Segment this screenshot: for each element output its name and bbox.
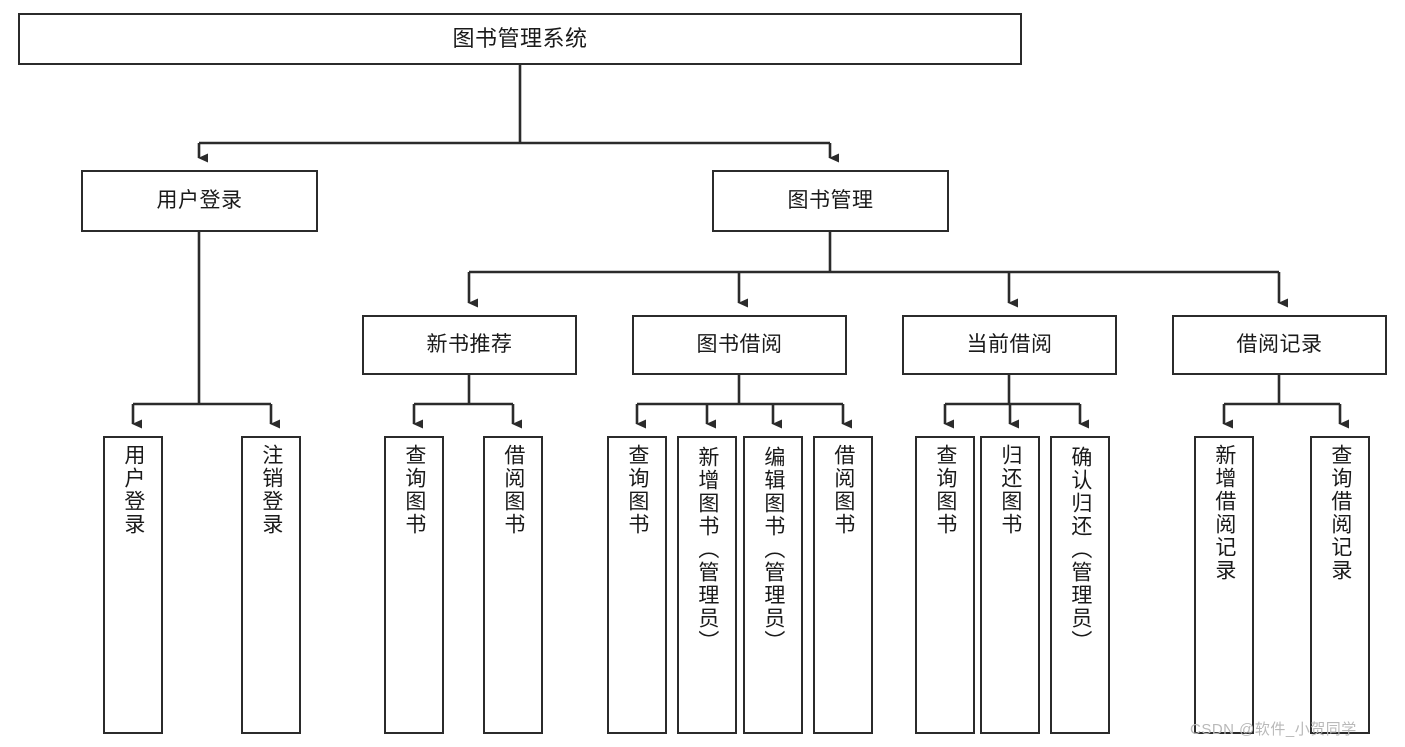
leaf-record-add-label: 新增借阅记录 <box>1212 444 1236 582</box>
leaf-current-confirm-return[interactable]: 确认归还（管理员） <box>1050 436 1110 734</box>
leaf-borrow-edit-book-label: 编辑图书（管理员） <box>761 446 785 653</box>
node-current-borrow[interactable]: 当前借阅 <box>902 315 1117 375</box>
csdn-watermark: CSDN @软件_小贺同学 <box>1190 721 1357 738</box>
node-root-label: 图书管理系统 <box>452 25 588 51</box>
leaf-recommend-query-book-label: 查询图书 <box>402 444 426 536</box>
leaf-recommend-borrow-book[interactable]: 借阅图书 <box>483 436 543 734</box>
leaf-recommend-borrow-book-label: 借阅图书 <box>501 444 525 536</box>
node-book-borrow[interactable]: 图书借阅 <box>632 315 847 375</box>
leaf-recommend-query-book[interactable]: 查询图书 <box>384 436 444 734</box>
node-borrow-record-label: 借阅记录 <box>1236 333 1323 357</box>
leaf-borrow-edit-book[interactable]: 编辑图书（管理员） <box>743 436 803 734</box>
leaf-borrow-query-book-label: 查询图书 <box>625 444 649 536</box>
leaf-current-confirm-return-label: 确认归还（管理员） <box>1068 446 1092 653</box>
leaf-record-query-label: 查询借阅记录 <box>1328 444 1352 582</box>
leaf-borrow-add-book[interactable]: 新增图书（管理员） <box>677 436 737 734</box>
node-book-borrow-label: 图书借阅 <box>696 333 783 357</box>
leaf-user-login-label: 用户登录 <box>121 444 145 536</box>
leaf-borrow-add-book-label: 新增图书（管理员） <box>695 446 719 653</box>
leaf-current-query-book[interactable]: 查询图书 <box>915 436 975 734</box>
leaf-user-logout[interactable]: 注销登录 <box>241 436 301 734</box>
leaf-borrow-borrow-book-label: 借阅图书 <box>831 444 855 536</box>
node-book-management-label: 图书管理 <box>787 189 874 213</box>
node-root[interactable]: 图书管理系统 <box>18 13 1022 65</box>
node-user-login-label: 用户登录 <box>156 189 243 213</box>
leaf-user-logout-label: 注销登录 <box>259 444 283 536</box>
leaf-current-return-book-label: 归还图书 <box>998 444 1022 536</box>
node-borrow-record[interactable]: 借阅记录 <box>1172 315 1387 375</box>
node-current-borrow-label: 当前借阅 <box>966 333 1053 357</box>
leaf-borrow-borrow-book[interactable]: 借阅图书 <box>813 436 873 734</box>
node-user-login[interactable]: 用户登录 <box>81 170 318 232</box>
node-book-management[interactable]: 图书管理 <box>712 170 949 232</box>
leaf-record-query[interactable]: 查询借阅记录 <box>1310 436 1370 734</box>
leaf-current-return-book[interactable]: 归还图书 <box>980 436 1040 734</box>
leaf-user-login[interactable]: 用户登录 <box>103 436 163 734</box>
leaf-borrow-query-book[interactable]: 查询图书 <box>607 436 667 734</box>
leaf-current-query-book-label: 查询图书 <box>933 444 957 536</box>
leaf-record-add[interactable]: 新增借阅记录 <box>1194 436 1254 734</box>
node-new-book-recommend[interactable]: 新书推荐 <box>362 315 577 375</box>
node-new-book-recommend-label: 新书推荐 <box>426 333 513 357</box>
